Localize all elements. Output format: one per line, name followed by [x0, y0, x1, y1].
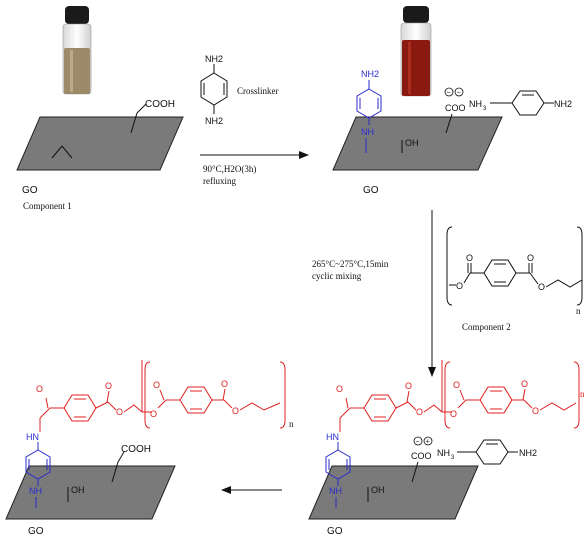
component1-label: Component 1	[23, 201, 72, 211]
prod4-o-1: O	[36, 384, 43, 394]
product-left-group: NH HN O O O n O O O O	[5, 360, 294, 537]
crosslinker-nh2-bottom: NH2	[205, 116, 223, 126]
nh-blue-4: NH	[29, 486, 42, 496]
go-sheet-1	[16, 116, 184, 171]
nh3-label-3: NH	[437, 448, 450, 458]
product-right-group: NH HN O O O n O O O O	[308, 360, 585, 537]
nh3-sub-3: 3	[451, 455, 455, 461]
prod3-o-2: O	[405, 381, 412, 391]
prod4-n: n	[289, 419, 294, 429]
nh-blue-3: NH	[329, 486, 342, 496]
minus-charge-3: −	[416, 439, 420, 446]
cooh-label-1: COOH	[145, 99, 175, 110]
crosslinker-molecule: NH2 NH2 Crosslinker	[200, 54, 279, 126]
intermediate-go-group: NH2 NH OH COO − − NH 3 NH2 GO	[332, 6, 572, 196]
oh-label-3: OH	[371, 485, 385, 495]
cooh-label-4: COOH	[121, 444, 151, 455]
nh2-blue-top: NH2	[361, 69, 379, 79]
prod4-o-7: O	[232, 406, 239, 416]
prod4-o-5: O	[153, 380, 160, 390]
epoxide-mark	[51, 145, 73, 159]
nh3-label-2: NH	[469, 99, 482, 109]
prod3-o-4: O	[450, 409, 457, 419]
prod4-o-6: O	[221, 379, 228, 389]
prod3-n: n	[580, 389, 585, 399]
comp2-o-3: O	[527, 253, 534, 263]
go-label-1: GO	[22, 185, 38, 196]
vial-2-image	[400, 6, 432, 97]
step1-conditions: 90°C,H2O(3h)	[203, 164, 256, 174]
component2-n: n	[576, 306, 581, 316]
prod4-o-2: O	[105, 381, 112, 391]
crosslinker-label: Crosslinker	[237, 86, 279, 96]
component2-label: Component 2	[462, 322, 511, 332]
go-sheet-4	[5, 465, 176, 520]
prod3-o-1: O	[336, 384, 343, 394]
comp2-o-1: O	[456, 281, 463, 291]
prod3-o-3: O	[416, 407, 423, 417]
component2-pet: n O O O O Component 2	[446, 226, 583, 332]
comp2-o-2: O	[466, 253, 473, 263]
step1-conditions-2: refluxing	[203, 176, 236, 186]
nh3-sub-2: 3	[483, 106, 487, 112]
plus-charge-3: +	[426, 439, 430, 446]
go-sheet-2	[332, 116, 503, 171]
minus-charge-2: −	[447, 90, 451, 97]
plus-charge-2: −	[457, 90, 461, 97]
step2-conditions-2: cyclic mixing	[312, 271, 362, 281]
oh-label-2: OH	[405, 138, 419, 148]
prod3-o-5: O	[453, 380, 460, 390]
coo-label-3: COO	[411, 451, 432, 461]
prod4-o-3: O	[116, 407, 123, 417]
oh-label-4: OH	[71, 485, 85, 495]
prod3-o-7: O	[532, 406, 539, 416]
go-label-4: GO	[28, 526, 44, 537]
comp2-o-4: O	[538, 282, 545, 292]
go-sheet-3	[308, 465, 479, 520]
go-label-2: GO	[363, 185, 379, 196]
vial-1-image	[62, 6, 92, 95]
prod4-o-4: O	[150, 409, 157, 419]
hn-blue-4: HN	[26, 432, 39, 442]
coo-label-2: COO	[445, 103, 466, 113]
hn-blue-3: HN	[326, 432, 339, 442]
crosslinker-nh2-top: NH2	[205, 54, 223, 64]
prod3-o-6: O	[521, 379, 528, 389]
step2-conditions: 265°C~275°C,15min	[312, 259, 389, 269]
component1-group: COOH GO Component 1	[16, 6, 184, 211]
nh2-label-3: NH2	[519, 448, 537, 458]
nh2-label-2: NH2	[554, 99, 572, 109]
go-label-3: GO	[327, 526, 343, 537]
nh-blue-2: NH	[361, 127, 374, 137]
